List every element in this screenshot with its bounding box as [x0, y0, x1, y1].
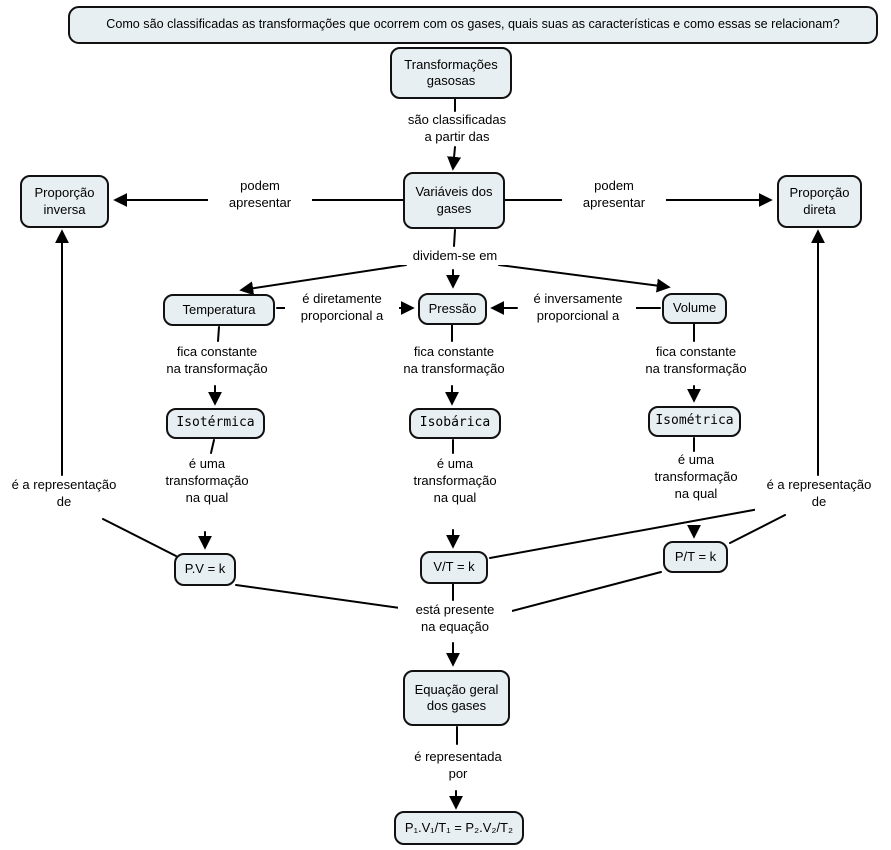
- node-line: Temperatura: [182, 301, 256, 317]
- label-inversamente-proporcional: é inversamente proporcional a: [520, 291, 636, 325]
- label-fica-constante-2: fica constante na transformação: [389, 344, 519, 378]
- label-e-uma-transformacao-3: é uma transformação na qual: [641, 452, 751, 503]
- node-line: P.V = k: [184, 561, 226, 577]
- edge-vt-pt-representacao-direta: [489, 229, 825, 559]
- label-e-uma-transformacao-2: é uma transformação na qual: [400, 456, 510, 507]
- node-line: V/T = k: [433, 559, 475, 575]
- node-line: Variáveis dos: [415, 184, 493, 200]
- node-line: Proporção: [34, 185, 95, 201]
- edge-transformacoes-variaveis: [447, 98, 462, 171]
- label-podem-apresentar-left: podem apresentar: [208, 178, 312, 212]
- node-line: inversa: [43, 201, 86, 217]
- node-formula-pt: P/T = k: [663, 541, 728, 573]
- label-fica-constante-3: fica constante na transformação: [631, 344, 761, 378]
- node-line: Isométrica: [655, 413, 734, 429]
- label-sao-classificadas: são classificadas a partir das: [395, 112, 519, 146]
- node-line: dos gases: [426, 698, 487, 713]
- node-equacao-geral: Equação geral dos gases: [403, 670, 510, 726]
- label-e-representada-por: é representada por: [395, 749, 521, 783]
- node-line: P₁.V₁/T₁ = P₂.V₂/T₂: [404, 819, 514, 835]
- label-podem-apresentar-right: podem apresentar: [562, 178, 666, 212]
- node-proporcao-direta: Proporção direta: [777, 175, 862, 228]
- node-line: Equação geral: [414, 681, 499, 697]
- question-banner: Como são classificadas as transformações…: [68, 6, 878, 44]
- label-diretamente-proporcional: é diretamente proporcional a: [285, 291, 399, 325]
- edge-equacao-formula-final: [449, 726, 463, 810]
- label-fica-constante-1: fica constante na transformação: [152, 344, 282, 378]
- edge-pv-representacao-inversa: [55, 229, 177, 557]
- node-pressao: Pressão: [418, 293, 487, 325]
- node-line: gasosas: [426, 73, 476, 88]
- node-transformacoes-gasosas: Transformações gasosas: [390, 47, 512, 99]
- label-representacao-left: é a representação de: [0, 477, 128, 511]
- node-isobarica: Isobárica: [409, 408, 501, 439]
- node-formula-pv: P.V = k: [174, 553, 236, 586]
- label-esta-presente: está presente na equação: [398, 602, 512, 636]
- node-isometrica: Isométrica: [648, 406, 741, 437]
- node-line: Proporção: [789, 185, 850, 201]
- label-representacao-right: é a representação de: [755, 477, 883, 511]
- node-formula-vt: V/T = k: [420, 551, 488, 584]
- edge-formulas-esta-presente: [235, 571, 662, 667]
- edge-temperatura-isotermica: [208, 326, 222, 406]
- node-line: Volume: [672, 300, 717, 316]
- label-dividem-se-em: dividem-se em: [397, 248, 513, 265]
- node-proporcao-inversa: Proporção inversa: [20, 175, 109, 228]
- node-line: Transformações: [404, 56, 498, 72]
- node-line: Isobárica: [419, 415, 491, 431]
- node-line: gases: [436, 200, 472, 216]
- node-variaveis-dos-gases: Variáveis dos gases: [403, 172, 505, 229]
- node-line: direta: [803, 201, 836, 217]
- node-line: Isotérmica: [176, 415, 255, 431]
- node-formula-geral-gases: P₁.V₁/T₁ = P₂.V₂/T₂: [394, 811, 524, 845]
- node-isotermica: Isotérmica: [166, 408, 265, 439]
- node-temperatura: Temperatura: [163, 294, 275, 326]
- edge-variaveis-dividem: [239, 229, 671, 296]
- node-line: P/T = k: [674, 548, 717, 564]
- node-line: Pressão: [428, 300, 477, 316]
- edge-isotermica-pv: [198, 439, 215, 550]
- question-text: Como são classificadas as transformações…: [106, 17, 840, 32]
- label-e-uma-transformacao-1: é uma transformação na qual: [152, 456, 262, 507]
- node-volume: Volume: [662, 293, 727, 324]
